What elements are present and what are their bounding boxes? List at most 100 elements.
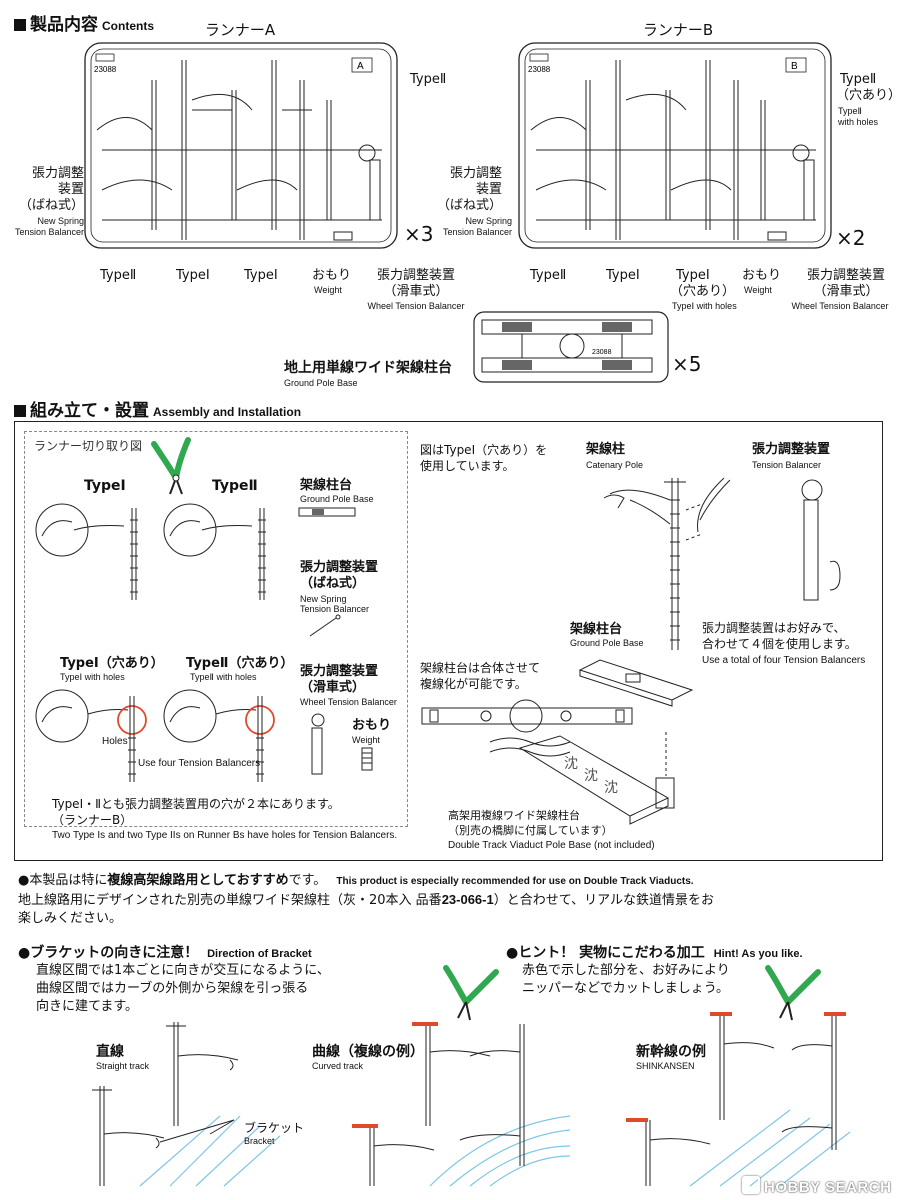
assembly-spring-en-1: New Spring	[300, 594, 347, 604]
runner-a-spring-en-1: New Spring	[37, 216, 84, 226]
runner-b-type2-holes-en-2: with holes	[838, 117, 879, 127]
tension-note-2: 合わせて４個を使用します。	[702, 637, 857, 651]
pole-base-title-en: Ground Pole Base	[284, 378, 358, 388]
tension-note-en: Use a total of four Tension Balancers	[702, 655, 866, 666]
catenary-pole-assembly	[603, 477, 841, 650]
watermark-logo-icon	[742, 1176, 760, 1194]
runner-a-bottom-type1b: TypeⅠ	[244, 268, 278, 283]
assembly-weight-jp: おもり	[352, 718, 392, 733]
bracket-title: ●ブラケットの向きに注意！ Direction of Bracket	[18, 945, 312, 961]
hint-body: 赤色で示した部分を、お好みにより ニッパーなどでカットしましょう。	[522, 963, 730, 996]
type1-holes-jp: TypeⅠ（穴あり）	[60, 656, 164, 671]
bracket-label-en: Bracket	[244, 1136, 275, 1146]
runner-b-weight-jp: おもり	[742, 268, 782, 283]
assembly-spring-jp-1: 張力調整装置	[300, 560, 379, 575]
cut-title: ランナー切り取り図	[34, 439, 143, 453]
runner-b-wheel-jp-1: 張力調整装置	[806, 268, 885, 283]
catenary-en: Catenary Pole	[586, 460, 644, 470]
bracket-body: 直線区間では1本ごとに向きが交互になるように、 曲線区間ではカーブの外側から架線…	[36, 963, 330, 1014]
right-note-2: 使用しています。	[420, 459, 515, 473]
straight-en: Straight track	[96, 1061, 150, 1071]
assembly-spring-en-2: Tension Balancer	[300, 604, 370, 614]
runner-b-count: ×2	[836, 226, 866, 250]
pole-base-code: 23088	[592, 349, 612, 356]
runner-a-letter: A	[357, 61, 364, 72]
straight-track-scene	[92, 1022, 281, 1187]
runner-a-weight-en: Weight	[314, 285, 342, 295]
pole-base-title-jp: 地上用単線ワイド架線柱台	[284, 360, 452, 376]
runner-a-wheel-jp-2: （滑車式）	[383, 284, 449, 299]
bracket-label-jp: ブラケット	[244, 1121, 305, 1135]
runner-a-type2-label: TypeⅡ	[410, 72, 447, 87]
recommend-line-2: 地上線路用にデザインされた別売の単線ワイド架線柱（灰・20本入 品番23-066…	[18, 892, 714, 908]
pole-base-count: ×5	[672, 352, 702, 376]
type1-holes-en: TypeⅠ with holes	[60, 672, 125, 682]
viaduct-en: Double Track Viaduct Pole Base (not incl…	[448, 840, 655, 851]
runner-b-type2-holes-1: TypeⅡ	[840, 72, 877, 87]
recommend-line-1: ●本製品は特に複線高架線路用としておすすめです。 This product is…	[18, 873, 694, 888]
runner-b-sprue: B 23088	[518, 42, 832, 249]
curved-track-scene	[352, 1022, 571, 1187]
assembly-spring-jp-2: （ばね式）	[300, 576, 366, 591]
spring-balancer-part	[309, 614, 341, 637]
heading-square-icon	[14, 405, 26, 417]
runner-b-spring-jp-1: 張力調整	[449, 166, 502, 181]
nipper-icon	[151, 437, 191, 495]
viaduct-jp-1: 高架用複線ワイド架線柱台	[448, 809, 580, 822]
type1-cut-diagram	[35, 503, 138, 600]
assembly-wheel-en: Wheel Tension Balancer	[300, 697, 397, 707]
watermark: HOBBY SEARCH	[742, 1176, 891, 1196]
runner-a-spring-en-2: Tension Balancer	[14, 227, 84, 237]
cut-type1: TypeⅠ	[84, 478, 126, 494]
runner-a-title: ランナーA	[204, 21, 276, 39]
runner-b-letter: B	[791, 61, 798, 72]
runner-b-type2-holes-2: （穴あり）	[836, 88, 899, 103]
ground-base-en: Ground Pole Base	[570, 638, 644, 648]
runner-b-weight-en: Weight	[744, 285, 772, 295]
pole-base-sprue: 23088	[473, 311, 669, 383]
holes-label: Holes	[102, 736, 128, 747]
runner-a-spring-jp-2: 装置	[57, 182, 84, 197]
nipper-icon	[443, 965, 499, 1021]
ground-base-jp: 架線柱台	[570, 622, 623, 637]
viaduct-base-diagram: 沈沈沈	[489, 732, 675, 825]
svg-text:沈: 沈	[584, 768, 598, 784]
tension-en: Tension Balancer	[752, 460, 822, 470]
cut-type2: TypeⅡ	[212, 478, 258, 494]
ground-base-assembly	[578, 659, 694, 707]
assembly-weight-en: Weight	[352, 735, 380, 745]
assembly-pole-base-en: Ground Pole Base	[300, 494, 374, 504]
runner-b-spring-jp-3: （ばね式）	[436, 198, 502, 213]
runner-a-wheel-jp-1: 張力調整装置	[376, 268, 455, 283]
weight-part	[361, 747, 373, 771]
runner-b-spring-en-2: Tension Balancer	[442, 227, 512, 237]
runner-b-wheel-jp-2: （滑車式）	[813, 284, 879, 299]
pole-base-part	[298, 507, 356, 517]
runner-a-spring-jp-1: 張力調整	[31, 166, 84, 181]
heading-square-icon	[14, 19, 26, 31]
catenary-jp: 架線柱	[586, 442, 626, 457]
runner-b-bottom-type2: TypeⅡ	[530, 268, 567, 283]
svg-text:沈: 沈	[604, 780, 618, 796]
shinkansen-scene	[626, 1012, 851, 1187]
runner-b-bottom-type1h-1: TypeⅠ	[676, 268, 710, 283]
runner-b-bottom-type1h-2: （穴あり）	[670, 284, 736, 299]
runner-b-spring-jp-2: 装置	[475, 182, 502, 197]
wheel-balancer-part	[311, 713, 325, 775]
curved-en: Curved track	[312, 1061, 364, 1071]
runner-b-bottom-type1: TypeⅠ	[606, 268, 640, 283]
type2-holes-diagram	[163, 689, 275, 782]
assembly-wheel-jp-1: 張力調整装置	[300, 664, 379, 679]
runner-a-code: 23088	[94, 65, 117, 74]
use-four-label: Use four Tension Balancers	[138, 758, 261, 769]
type1-holes-diagram	[35, 689, 147, 782]
recommend-block: ●本製品は特に複線高架線路用としておすすめです。 This product is…	[18, 872, 888, 928]
runner-b-title: ランナーB	[642, 21, 714, 39]
shinkansen-jp: 新幹線の例	[636, 1044, 706, 1060]
runner-a-bottom-type2: TypeⅡ	[100, 268, 137, 283]
shinkansen-en: SHINKANSEN	[636, 1061, 695, 1071]
right-note-1: 図はTypeⅠ（穴あり）を	[420, 443, 548, 457]
hint-title: ●ヒント！ 実物にこだわる加工 Hint! As you like.	[506, 945, 803, 961]
